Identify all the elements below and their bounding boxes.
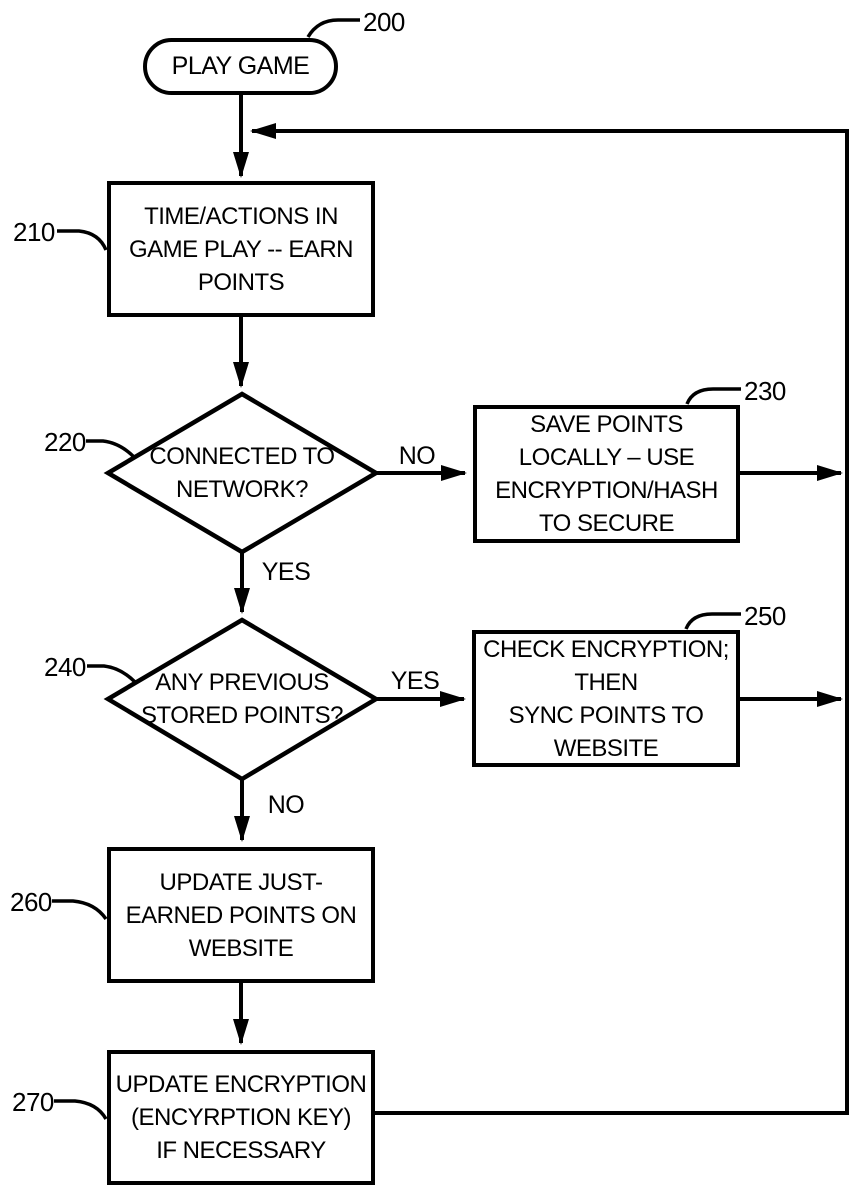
node-play-game: PLAY GAME	[143, 38, 338, 95]
ref-label-230: 230	[744, 376, 786, 406]
node-previous-points-label: ANY PREVIOUS STORED POINTS?	[141, 669, 343, 729]
decision-diamond-connected	[103, 391, 381, 555]
leader-line-220	[86, 439, 136, 459]
node-connected-label: CONNECTED TO NETWORK?	[149, 443, 335, 503]
edge-label-connected-no: NO	[398, 442, 436, 470]
decision-diamond-previous-points	[103, 617, 381, 782]
leader-line-200	[306, 18, 360, 38]
ref-label-250: 250	[744, 601, 786, 631]
edge-return-loop	[250, 123, 849, 1115]
edge-label-previous-yes: YES	[390, 667, 440, 695]
leader-line-270	[54, 1099, 108, 1120]
node-update-points: UPDATE JUST- EARNED POINTS ON WEBSITE	[107, 847, 375, 983]
edge-label-connected-yes: YES	[261, 558, 311, 586]
node-earn-points: TIME/ACTIONS IN GAME PLAY -- EARN POINTS	[107, 181, 375, 317]
leader-line-230	[685, 387, 741, 405]
leader-line-260	[52, 899, 108, 921]
ref-label-260: 260	[10, 887, 52, 917]
edge-label-previous-no: NO	[267, 791, 305, 819]
leader-line-240	[87, 664, 137, 684]
ref-label-210: 210	[13, 217, 55, 247]
node-sync-points: CHECK ENCRYPTION; THEN SYNC POINTS TO WE…	[472, 630, 740, 767]
ref-label-200: 200	[363, 7, 405, 37]
ref-label-220: 220	[44, 427, 86, 457]
ref-label-270: 270	[12, 1087, 54, 1117]
ref-label-240: 240	[44, 652, 86, 682]
leader-line-210	[57, 229, 108, 251]
node-save-local: SAVE POINTS LOCALLY – USE ENCRYPTION/HAS…	[473, 405, 740, 543]
node-update-encryption: UPDATE ENCRYPTION (ENCYRPTION KEY) IF NE…	[107, 1050, 375, 1185]
leader-line-250	[684, 612, 741, 630]
